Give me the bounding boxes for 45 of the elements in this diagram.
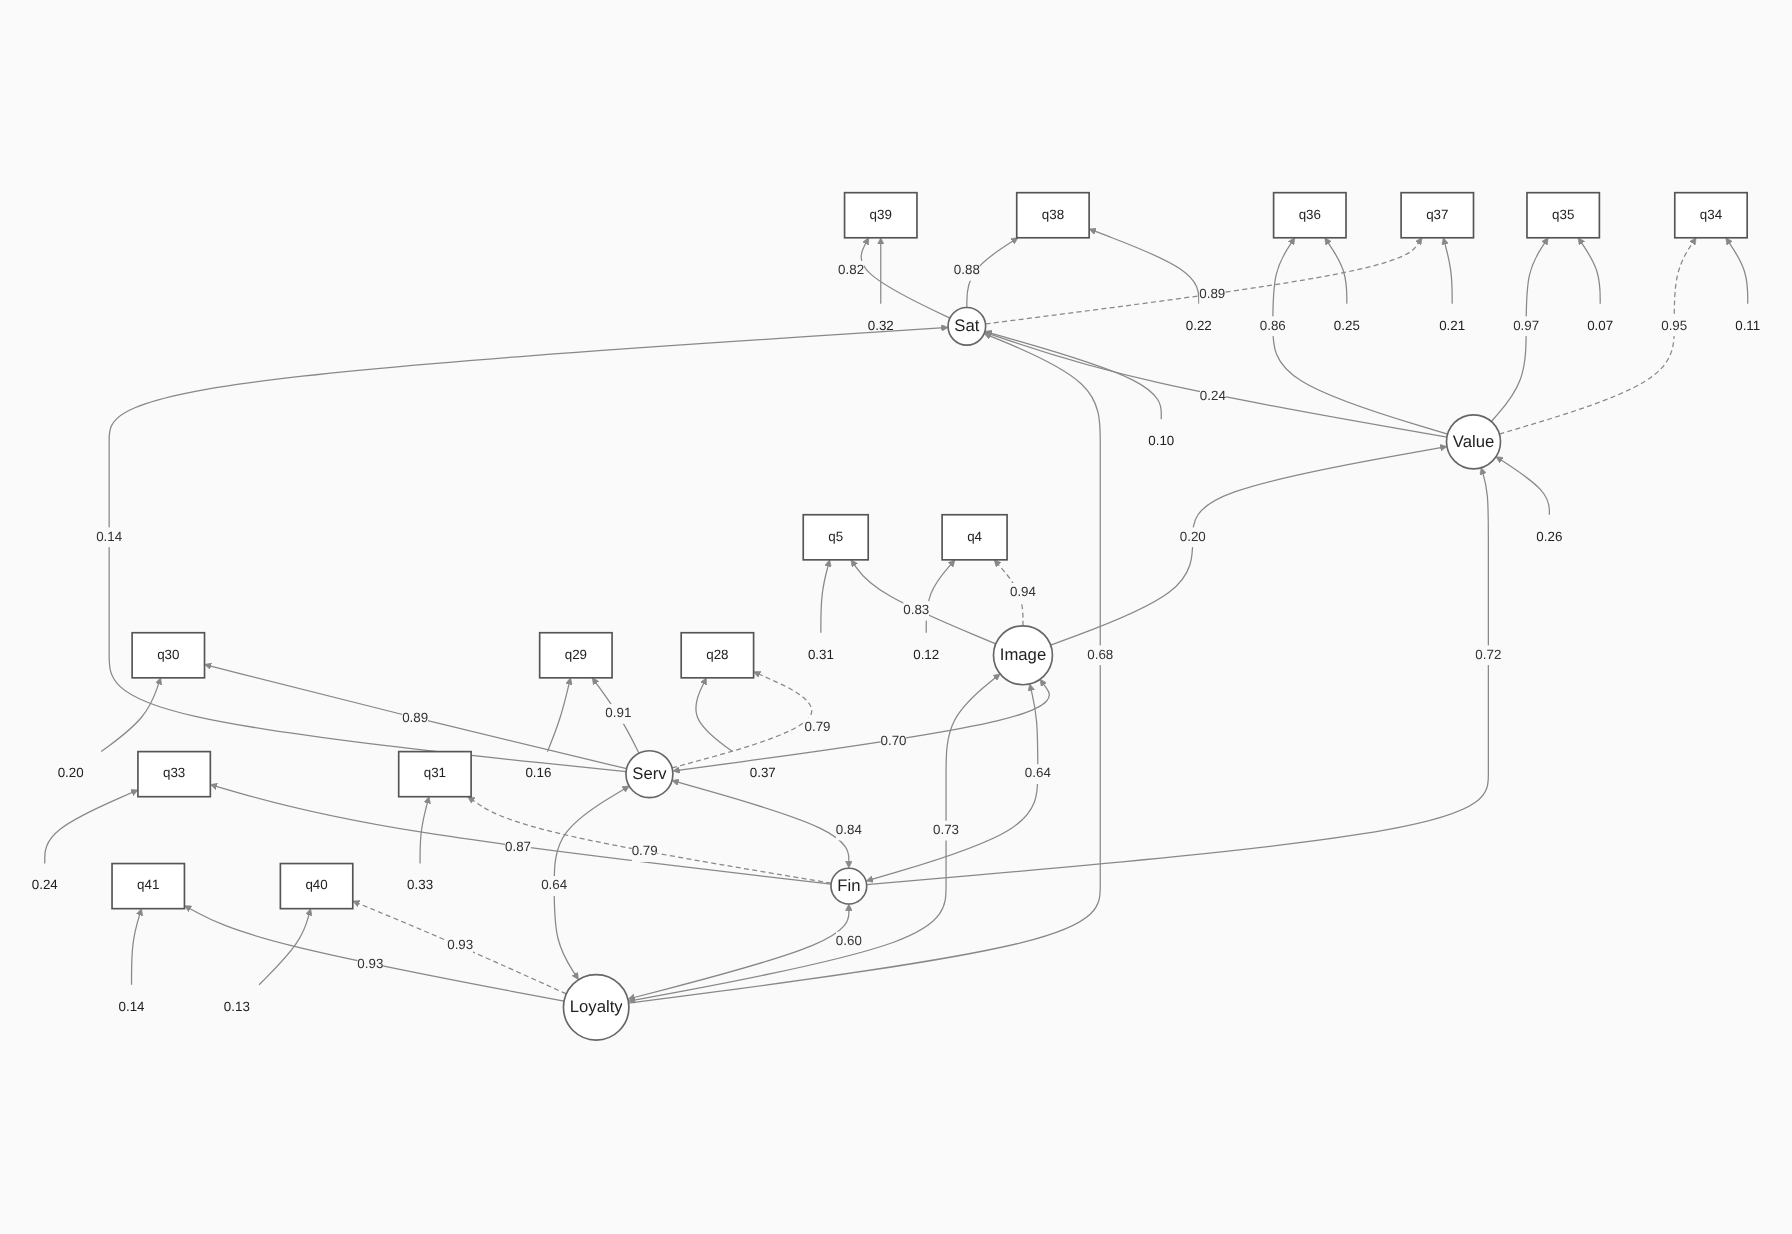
node-circle: Loyalty xyxy=(562,974,630,1042)
arrow xyxy=(695,678,734,753)
arrow xyxy=(865,684,1039,884)
arrow xyxy=(546,678,573,753)
arrow xyxy=(860,238,951,320)
arrow xyxy=(467,797,832,885)
arrow xyxy=(44,789,139,865)
arrow xyxy=(984,238,1423,326)
arrow xyxy=(210,783,832,886)
arrow xyxy=(966,238,1019,309)
arrow xyxy=(108,324,949,773)
node-circle: Image xyxy=(992,625,1054,687)
arrow xyxy=(671,671,813,770)
node-circle: Fin xyxy=(830,868,868,906)
arrow xyxy=(553,786,630,981)
arrow xyxy=(993,560,1024,628)
arrow xyxy=(1050,444,1448,647)
arrow xyxy=(1498,238,1697,436)
arrow xyxy=(628,333,1101,1005)
arrow xyxy=(628,674,1001,1005)
arrow xyxy=(984,331,1448,439)
arrow xyxy=(100,678,162,753)
arrow xyxy=(204,663,628,770)
arrow xyxy=(877,238,885,305)
node-circle: Serv xyxy=(625,750,674,800)
arrow xyxy=(419,797,431,865)
arrow xyxy=(1272,238,1449,436)
arrow xyxy=(130,908,144,987)
arrow xyxy=(1577,238,1601,305)
arrow xyxy=(1441,238,1453,305)
arrow xyxy=(591,678,640,755)
arrow xyxy=(1324,238,1348,305)
node-circle: Sat xyxy=(947,307,987,347)
arrow xyxy=(352,900,567,996)
node-circle: Value xyxy=(1445,414,1502,471)
arrow xyxy=(184,906,565,1003)
arrow xyxy=(1490,238,1549,423)
arrow xyxy=(258,908,313,987)
arrow xyxy=(627,904,853,1002)
arrow xyxy=(820,560,832,634)
arrow xyxy=(866,468,1489,886)
arrow xyxy=(1725,238,1749,305)
arrow xyxy=(1495,456,1550,516)
arrow xyxy=(671,779,853,869)
arrow xyxy=(672,679,1050,775)
